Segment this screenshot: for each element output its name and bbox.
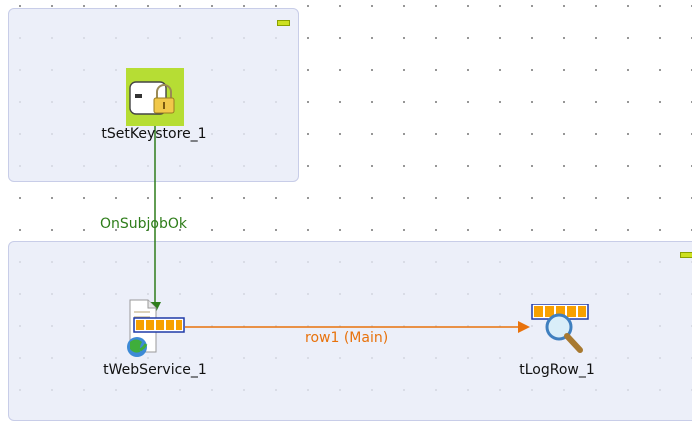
- subjob-collapse-button[interactable]: [680, 252, 692, 258]
- component-label: tSetKeystore_1: [101, 126, 207, 142]
- set-keystore-component[interactable]: [126, 68, 184, 126]
- webservice-icon: [127, 299, 185, 357]
- webservice-component[interactable]: [124, 298, 186, 358]
- subjob-collapse-button[interactable]: [277, 20, 290, 26]
- row1-label: row1 (Main): [305, 330, 389, 346]
- component-label: tWebService_1: [103, 362, 207, 378]
- row1-connection[interactable]: [185, 321, 530, 333]
- subjob-webservice[interactable]: [8, 241, 692, 421]
- keystore-lock-icon: [126, 68, 184, 126]
- logrow-magnifier-icon: [531, 303, 589, 353]
- logrow-component[interactable]: [530, 303, 592, 362]
- component-label: tLogRow_1: [519, 362, 595, 378]
- onsubjobok-label: OnSubjobOk: [100, 216, 188, 232]
